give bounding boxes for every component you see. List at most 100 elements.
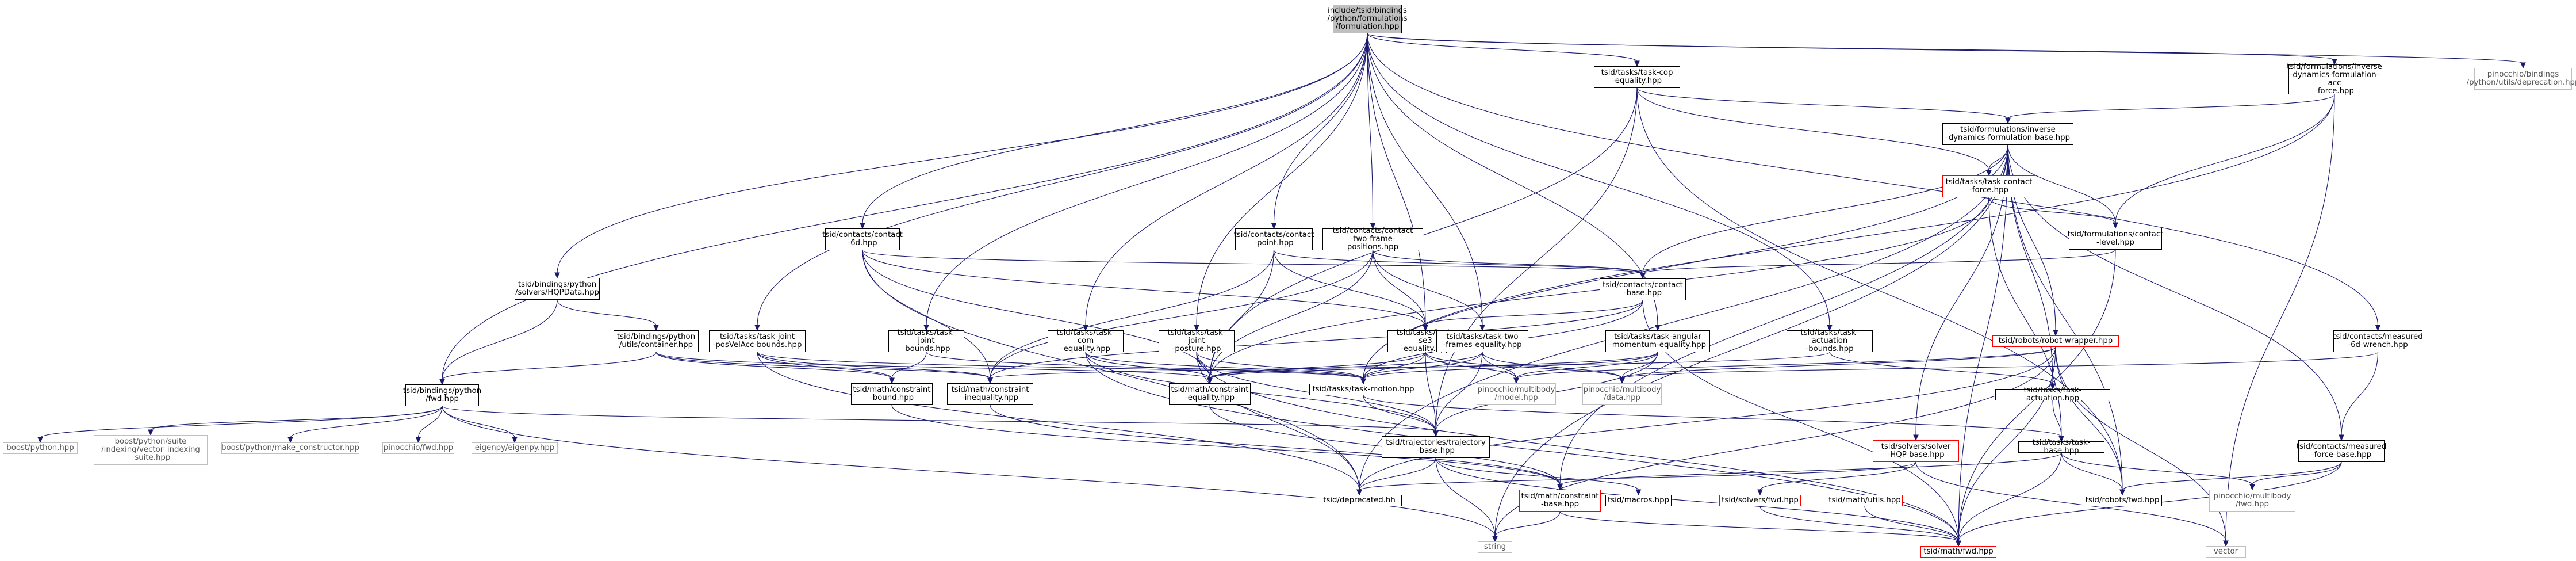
edge-contact6d-to-constreq xyxy=(862,250,1210,379)
edge-pyfwd-to-boostmake xyxy=(290,406,443,438)
arrowhead-measuredbase-to-robotsfwd xyxy=(2119,489,2125,496)
node-boostsuite[interactable]: boost/python/suite /indexing/vector_inde… xyxy=(94,435,208,465)
arrowhead-solverhqp-to-deprecated xyxy=(1356,489,1362,496)
node-eigenpy[interactable]: eigenpy/eigenpy.hpp xyxy=(471,442,558,454)
edge-container-to-constreq xyxy=(656,352,1210,379)
node-deprecated[interactable]: tsid/deprecated.hh xyxy=(1317,495,1402,506)
node-taskmotion[interactable]: tsid/tasks/task-motion.hpp xyxy=(1309,384,1417,395)
node-mathfwd[interactable]: tsid/math/fwd.hpp xyxy=(1920,546,1996,558)
node-taskcontactforce[interactable]: tsid/tasks/task-contact -force.hpp xyxy=(1942,175,2035,197)
node-boostpy[interactable]: boost/python.hpp xyxy=(3,442,78,454)
node-pyfwd[interactable]: tsid/bindings/python /fwd.hpp xyxy=(403,384,481,406)
node-hqpdata[interactable]: tsid/bindings/python /solvers/HQPData.hp… xyxy=(515,278,600,300)
node-taskangular[interactable]: tsid/tasks/task-angular -momentum-equali… xyxy=(1605,330,1710,352)
node-solverhqp[interactable]: tsid/solvers/solver -HQP-base.hpp xyxy=(1873,440,1959,462)
edge-jointposture-to-taskmotion xyxy=(1196,352,1364,380)
node-jointbounds[interactable]: tsid/tasks/task-joint -bounds.hpp xyxy=(888,329,964,353)
node-jointposture[interactable]: tsid/tasks/task-joint -posture.hpp xyxy=(1159,329,1235,353)
node-constrbound[interactable]: tsid/math/constraint -bound.hpp xyxy=(851,383,933,405)
node-deprec[interactable]: pinocchio/bindings /python/utils/depreca… xyxy=(2467,68,2576,90)
node-pinmodel[interactable]: pinocchio/multibody /model.hpp xyxy=(1477,383,1556,405)
node-container[interactable]: tsid/bindings/python /utils/container.hp… xyxy=(614,330,699,352)
edge-invbase-to-solverhqp xyxy=(1915,144,2008,436)
edge-tasktwoframes-to-pindata xyxy=(1482,352,1623,379)
edge-measured6d-to-pindata xyxy=(1621,352,2379,379)
edge-jointbounds-to-constrbound xyxy=(891,352,927,379)
edge-root-to-taskactbounds xyxy=(1367,33,1830,326)
edge-trajbase-to-deprecated xyxy=(1359,457,1436,491)
node-contacttwo[interactable]: tsid/contacts/contact -two-frame-positio… xyxy=(1322,227,1423,251)
edge-root-to-deprec xyxy=(1367,33,2524,64)
arrowhead-solverhqp-to-vector xyxy=(2223,540,2229,547)
edge-tasktwoframes-to-pinmodel xyxy=(1482,352,1517,379)
edge-invbase-to-mathfwd xyxy=(1958,144,2008,542)
edge-contactlevel-to-contactbase xyxy=(1642,249,2116,274)
edge-robotwrapper-to-deprecated xyxy=(1359,346,2056,491)
edge-taskbase-to-mathfwd xyxy=(1958,452,2062,542)
edge-root-to-contactpoint xyxy=(1273,33,1368,224)
node-solversfwd[interactable]: tsid/solvers/fwd.hpp xyxy=(1719,495,1801,506)
arrowhead-root-to-jointposture xyxy=(1194,325,1199,331)
node-pinfwd[interactable]: pinocchio/fwd.hpp xyxy=(382,442,454,454)
node-taskcop[interactable]: tsid/tasks/task-cop -equality.hpp xyxy=(1594,66,1680,88)
node-taskactuation[interactable]: tsid/tasks/task-actuation.hpp xyxy=(1995,387,2110,403)
edge-taskcom-to-taskmotion xyxy=(1085,352,1364,380)
node-robotwrapper[interactable]: tsid/robots/robot-wrapper.hpp xyxy=(1992,335,2119,347)
node-vector[interactable]: vector xyxy=(2206,546,2246,558)
node-pinmbfwd[interactable]: pinocchio/multibody /fwd.hpp xyxy=(2209,490,2295,512)
node-jointposvel[interactable]: tsid/tasks/task-joint -posVelAcc-bounds.… xyxy=(709,330,806,352)
edge-container-to-pyfwd xyxy=(442,352,657,380)
arrowhead-solverhqp-to-solversfwd xyxy=(1757,489,1763,496)
node-taskcom[interactable]: tsid/tasks/task-com -equality.hpp xyxy=(1048,329,1124,353)
arrowhead-measured6d-to-pindata xyxy=(1619,377,1625,384)
node-macros[interactable]: tsid/macros.hpp xyxy=(1605,495,1672,506)
node-string[interactable]: string xyxy=(1478,541,1512,553)
arrowhead-taskangular-to-constreq xyxy=(1207,377,1213,384)
edge-solverhqp-to-deprecated xyxy=(1359,461,1916,491)
node-constrineq[interactable]: tsid/math/constraint -inequality.hpp xyxy=(947,383,1033,405)
edge-jointposture-to-mathfwd xyxy=(1196,352,1959,542)
node-taskbase[interactable]: tsid/tasks/task-base.hpp xyxy=(2018,439,2104,455)
node-invacc[interactable]: tsid/formulations/inverse -dynamics-form… xyxy=(2287,63,2382,96)
edge-contacttwo-to-tasktwoframes xyxy=(1372,250,1483,326)
arrowhead-mathutils-to-mathfwd xyxy=(1956,540,1961,547)
arrowhead-taskangular-to-taskmotion xyxy=(1360,378,1366,385)
node-tasktwoframes[interactable]: tsid/tasks/task-two -frames-equality.hpp xyxy=(1436,330,1528,352)
edge-taskcontactforce-to-constreq xyxy=(1209,197,1989,379)
node-pindata[interactable]: pinocchio/multibody /data.hpp xyxy=(1582,383,1662,405)
edge-measuredbase-to-pinmbfwd xyxy=(2252,461,2342,486)
node-root[interactable]: include/tsid/bindings /python/formulatio… xyxy=(1327,5,1408,33)
node-measuredbase[interactable]: tsid/contacts/measured -force-base.hpp xyxy=(2297,440,2386,462)
edge-contact6d-to-constrineq xyxy=(862,250,991,379)
arrowhead-root-to-invacc xyxy=(2332,59,2337,66)
edge-solversfwd-to-mathfwd xyxy=(1759,506,1959,542)
edge-taskbase-to-robotsfwd xyxy=(2061,452,2123,491)
arrowhead-taskbase-to-constrbase xyxy=(1557,484,1563,491)
edge-constrbase-to-mathfwd xyxy=(1559,511,1959,542)
edge-taskse3-to-constreq xyxy=(1209,352,1426,379)
edge-taskactbounds-to-taskactuation xyxy=(1829,352,2053,385)
edge-contactpoint-to-taskse3 xyxy=(1273,250,1426,326)
node-constrbase[interactable]: tsid/math/constraint -base.hpp xyxy=(1519,490,1601,512)
node-trajbase[interactable]: tsid/trajectories/trajectory -base.hpp xyxy=(1382,436,1490,458)
edge-mathutils-to-mathfwd xyxy=(1864,506,1959,542)
node-invbase[interactable]: tsid/formulations/inverse -dynamics-form… xyxy=(1942,123,2073,145)
node-contactpoint[interactable]: tsid/contacts/contact -point.hpp xyxy=(1234,228,1314,250)
node-robotsfwd[interactable]: tsid/robots/fwd.hpp xyxy=(2083,495,2162,506)
arrowhead-trajbase-to-macros xyxy=(1635,489,1642,496)
edge-contactpoint-to-constrineq xyxy=(990,250,1275,379)
edge-constrbound-to-constrbase xyxy=(891,404,1561,486)
node-contact6d[interactable]: tsid/contacts/contact -6d.hpp xyxy=(822,228,903,250)
node-taskactbounds[interactable]: tsid/tasks/task-actuation -bounds.hpp xyxy=(1787,329,1873,353)
node-contactbase[interactable]: tsid/contacts/contact -base.hpp xyxy=(1600,278,1686,300)
node-measured6d[interactable]: tsid/contacts/measured -6d-wrench.hpp xyxy=(2333,330,2423,352)
node-mathutils[interactable]: tsid/math/utils.hpp xyxy=(1827,495,1903,506)
node-contactlevel[interactable]: tsid/formulations/contact -level.hpp xyxy=(2068,228,2163,250)
node-boostmake[interactable]: boost/python/make_constructor.hpp xyxy=(221,442,359,454)
arrowhead-pyfwd-to-eigenpy xyxy=(512,437,518,444)
edge-taskse3-to-pinmodel xyxy=(1425,352,1517,379)
arrowhead-root-to-jointbounds xyxy=(923,325,929,331)
edge-taskcom-to-trajbase xyxy=(1085,352,1436,432)
node-constreq[interactable]: tsid/math/constraint -equality.hpp xyxy=(1169,383,1251,405)
